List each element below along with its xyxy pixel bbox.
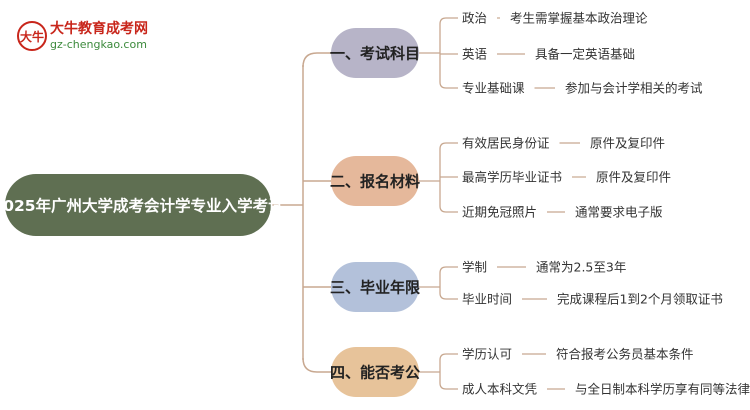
item-key: 学历认可 xyxy=(462,347,512,362)
item-value: 原件及复印件 xyxy=(590,136,665,151)
item-value: 原件及复印件 xyxy=(596,170,671,185)
item-value: 参加与会计学相关的考试 xyxy=(565,81,703,96)
logo-mark: 大牛 xyxy=(20,29,44,44)
item-branch-line xyxy=(439,17,458,25)
item-key: 有效居民身份证 xyxy=(462,136,550,151)
item-value: 考生需掌握基本政治理论 xyxy=(510,11,648,26)
item-branch-line xyxy=(439,292,458,300)
root-node xyxy=(5,174,271,236)
item-value: 符合报考公务员基本条件 xyxy=(556,347,694,362)
item-value: 与全日制本科学历享有同等法律地位 xyxy=(575,382,750,397)
item-key: 毕业时间 xyxy=(462,292,512,307)
item-key: 学制 xyxy=(462,260,487,275)
item-branch-line xyxy=(439,81,458,89)
branch-label: 一、考试科目 xyxy=(330,45,420,63)
item-branch-line xyxy=(439,382,458,390)
branch-node xyxy=(331,347,419,397)
branch-node xyxy=(331,28,419,78)
branch-node xyxy=(331,262,419,312)
branch-label: 三、毕业年限 xyxy=(330,279,420,297)
item-branch-line xyxy=(439,353,458,361)
mindmap-nodes: 2025年广州大学成考会计学专业入学考试 一、考试科目 政治 考生需掌握基本政治理论英… xyxy=(0,11,750,397)
item-value: 具备一定英语基础 xyxy=(535,47,635,62)
item-key: 专业基础课 xyxy=(462,81,525,96)
root-label: 2025年广州大学成考会计学专业入学考试 xyxy=(0,196,284,215)
connector-lines xyxy=(271,17,586,390)
item-key: 近期免冠照片 xyxy=(462,205,537,220)
branch-node xyxy=(331,156,419,206)
item-branch-line xyxy=(439,266,458,274)
item-value: 完成课程后1到2个月领取证书 xyxy=(557,292,723,307)
branch-label: 二、报名材料 xyxy=(330,173,420,191)
logo-url: gz-chengkao.com xyxy=(50,38,147,51)
item-key: 英语 xyxy=(462,47,487,62)
item-key: 政治 xyxy=(462,11,487,26)
site-logo: 大牛 大牛教育成考网 gz-chengkao.com xyxy=(16,16,166,56)
branch-label: 四、能否考公 xyxy=(330,364,420,382)
item-value: 通常为2.5至3年 xyxy=(536,260,626,275)
branch-connector xyxy=(302,357,331,373)
item-value: 通常要求电子版 xyxy=(575,205,663,220)
item-key: 成人本科文凭 xyxy=(462,382,538,397)
logo-title: 大牛教育成考网 xyxy=(50,20,148,37)
item-branch-line xyxy=(439,142,458,150)
item-branch-line xyxy=(439,205,458,213)
logo-badge-icon xyxy=(17,21,47,51)
item-key: 最高学历毕业证书 xyxy=(462,170,562,185)
logo-graphic: 大牛 大牛教育成考网 gz-chengkao.com xyxy=(17,20,148,51)
branch-connector xyxy=(302,52,331,68)
